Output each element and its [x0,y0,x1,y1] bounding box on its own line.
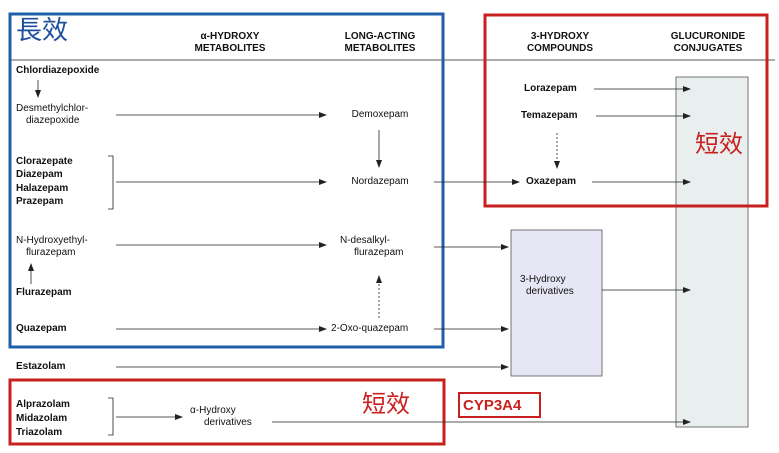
drug-diazepam: Diazepam [16,169,63,180]
drug-n-hydroxyethylflurazepam: N-Hydroxyethyl- flurazepam [16,235,88,258]
drug-prazepam: Prazepam [16,196,64,207]
cyp3a4-label: CYP3A4 [463,397,522,414]
compound-temazepam: Temazepam [521,110,578,121]
compound-lorazepam: Lorazepam [524,83,577,94]
drug-clorazepate: Clorazepate [16,156,73,167]
drug-chlordiazepoxide: Chlordiazepoxide [16,65,100,76]
drug-triazolam: Triazolam [16,427,63,438]
short-acting-label-bottom: 短效 [362,390,410,418]
header-long-acting: LONG-ACTING METABOLITES [344,31,416,54]
short-acting-red-box-bottom [8,378,446,446]
long-acting-blue-box [8,12,445,349]
short-acting-label-top: 短效 [695,130,743,158]
metabolite-alpha-hydroxy-derivatives: α-Hydroxy derivatives [190,405,252,428]
drug-flurazepam: Flurazepam [16,287,72,298]
glucuronide-box [675,76,749,428]
drug-alprazolam: Alprazolam [16,399,70,410]
bracket-triazolo-group [108,397,114,436]
header-glucuronide: GLUCURONIDE CONJUGATES [670,31,746,54]
drug-estazolam: Estazolam [16,361,66,372]
cyp3a4-box [458,392,541,418]
drug-quazepam: Quazepam [16,323,67,334]
metabolite-2-oxo-quazepam: 2-Oxo-quazepam [331,323,409,334]
drug-desmethylchlordiazepoxide: Desmethylchlor- diazepoxide [16,103,89,126]
compound-oxazepam: Oxazepam [526,176,577,187]
header-three-hydroxy: 3-HYDROXY COMPOUNDS [526,31,594,54]
header-alpha-hydroxy: α-HYDROXY METABOLITES [194,31,266,54]
three-hydroxy-derivatives-box [510,229,603,377]
metabolite-n-desalkylflurazepam: N-desalkyl- flurazepam [340,235,404,258]
metabolite-nordazepam: Nordazepam [351,176,409,187]
short-acting-red-box-top [483,13,769,208]
metabolite-demoxepam: Demoxepam [351,109,409,120]
drug-midazolam: Midazolam [16,413,68,424]
long-acting-label: 長效 [16,16,69,46]
drug-halazepam: Halazepam [16,183,69,194]
bracket-clorazepate-group [108,155,114,210]
metabolite-3-hydroxy-derivatives: 3-Hydroxy derivatives [520,274,574,297]
